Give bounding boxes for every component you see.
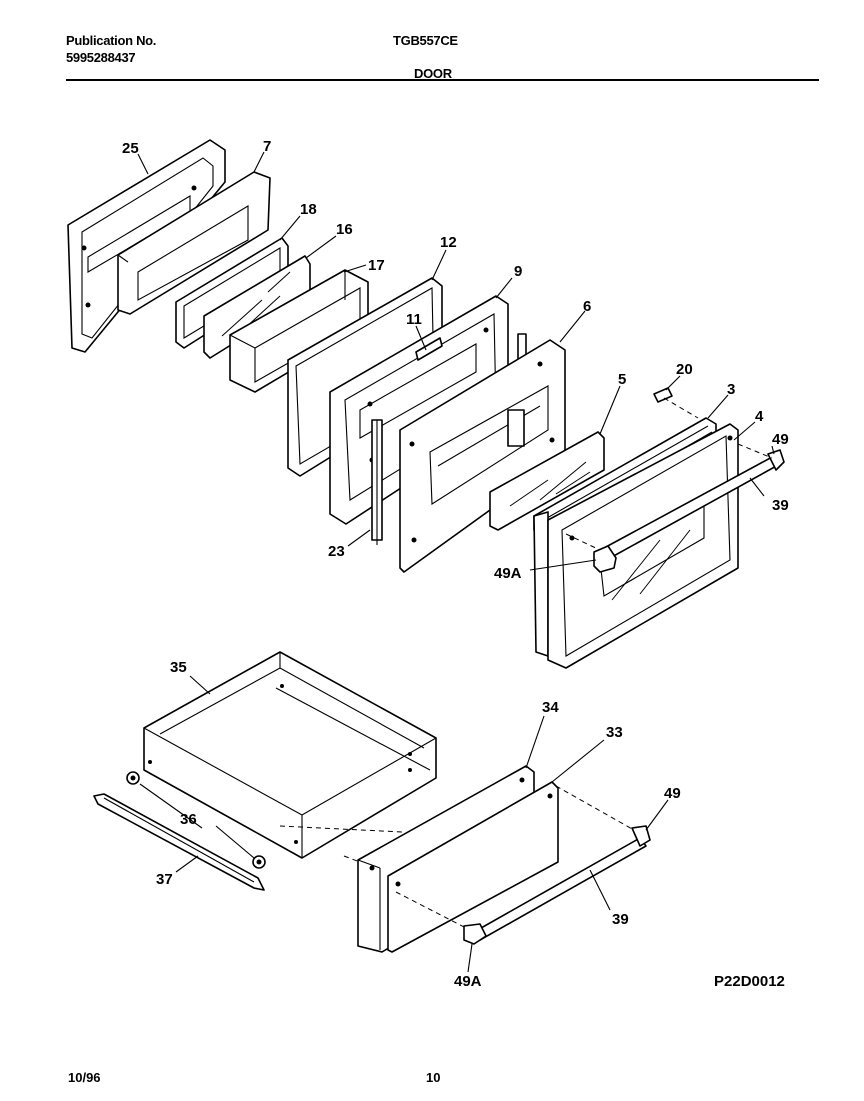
part-37-slide-rail [93, 793, 265, 891]
callout-5: 5 [618, 371, 626, 388]
callout-33: 33 [606, 724, 623, 741]
callout-49-bottom: 49 [664, 785, 681, 802]
drawing-id: P22D0012 [714, 973, 785, 990]
model-number: TGB557CE [393, 33, 458, 48]
part-35-drawer-box [143, 651, 437, 859]
callout-18: 18 [300, 201, 317, 218]
header-divider [66, 79, 819, 81]
callout-49-top: 49 [772, 431, 789, 448]
footer-date: 10/96 [68, 1070, 101, 1085]
part-20-screw [653, 387, 699, 419]
part-11-bracket [415, 337, 443, 361]
top-door-handle [593, 443, 785, 573]
callout-11: 11 [406, 311, 422, 328]
callout-7: 7 [263, 138, 271, 155]
callout-3: 3 [727, 381, 735, 398]
callout-23: 23 [328, 543, 345, 560]
callout-37: 37 [156, 871, 173, 888]
callout-9: 9 [514, 263, 522, 280]
callout-34: 34 [542, 699, 559, 716]
callout-49a-bottom: 49A [454, 973, 482, 990]
callout-16: 16 [336, 221, 353, 238]
callout-49a-top: 49A [494, 565, 522, 582]
callout-4: 4 [755, 408, 764, 425]
callout-39-top: 39 [772, 497, 789, 514]
callout-12: 12 [440, 234, 457, 251]
callout-20: 20 [676, 361, 693, 378]
part-5-window-glass [489, 431, 605, 531]
publication-label: Publication No. [66, 33, 157, 48]
callout-6: 6 [583, 298, 591, 315]
bottom-drawer-handle [395, 785, 651, 945]
part-4-outer-glass-door [533, 423, 739, 669]
alignment-line [565, 533, 601, 551]
callout-25: 25 [122, 140, 139, 157]
callout-36: 36 [180, 811, 197, 828]
alignment-line [279, 825, 403, 833]
leader-lines [137, 151, 775, 973]
publication-number: 5995288437 [66, 50, 136, 65]
part-36-rollers [126, 771, 266, 869]
section-title: DOOR [414, 66, 452, 81]
alignment-line [343, 855, 361, 863]
page-number: 10 [426, 1070, 441, 1085]
callout-17: 17 [368, 257, 385, 274]
callout-39-bottom: 39 [612, 911, 629, 928]
callout-35: 35 [170, 659, 187, 676]
